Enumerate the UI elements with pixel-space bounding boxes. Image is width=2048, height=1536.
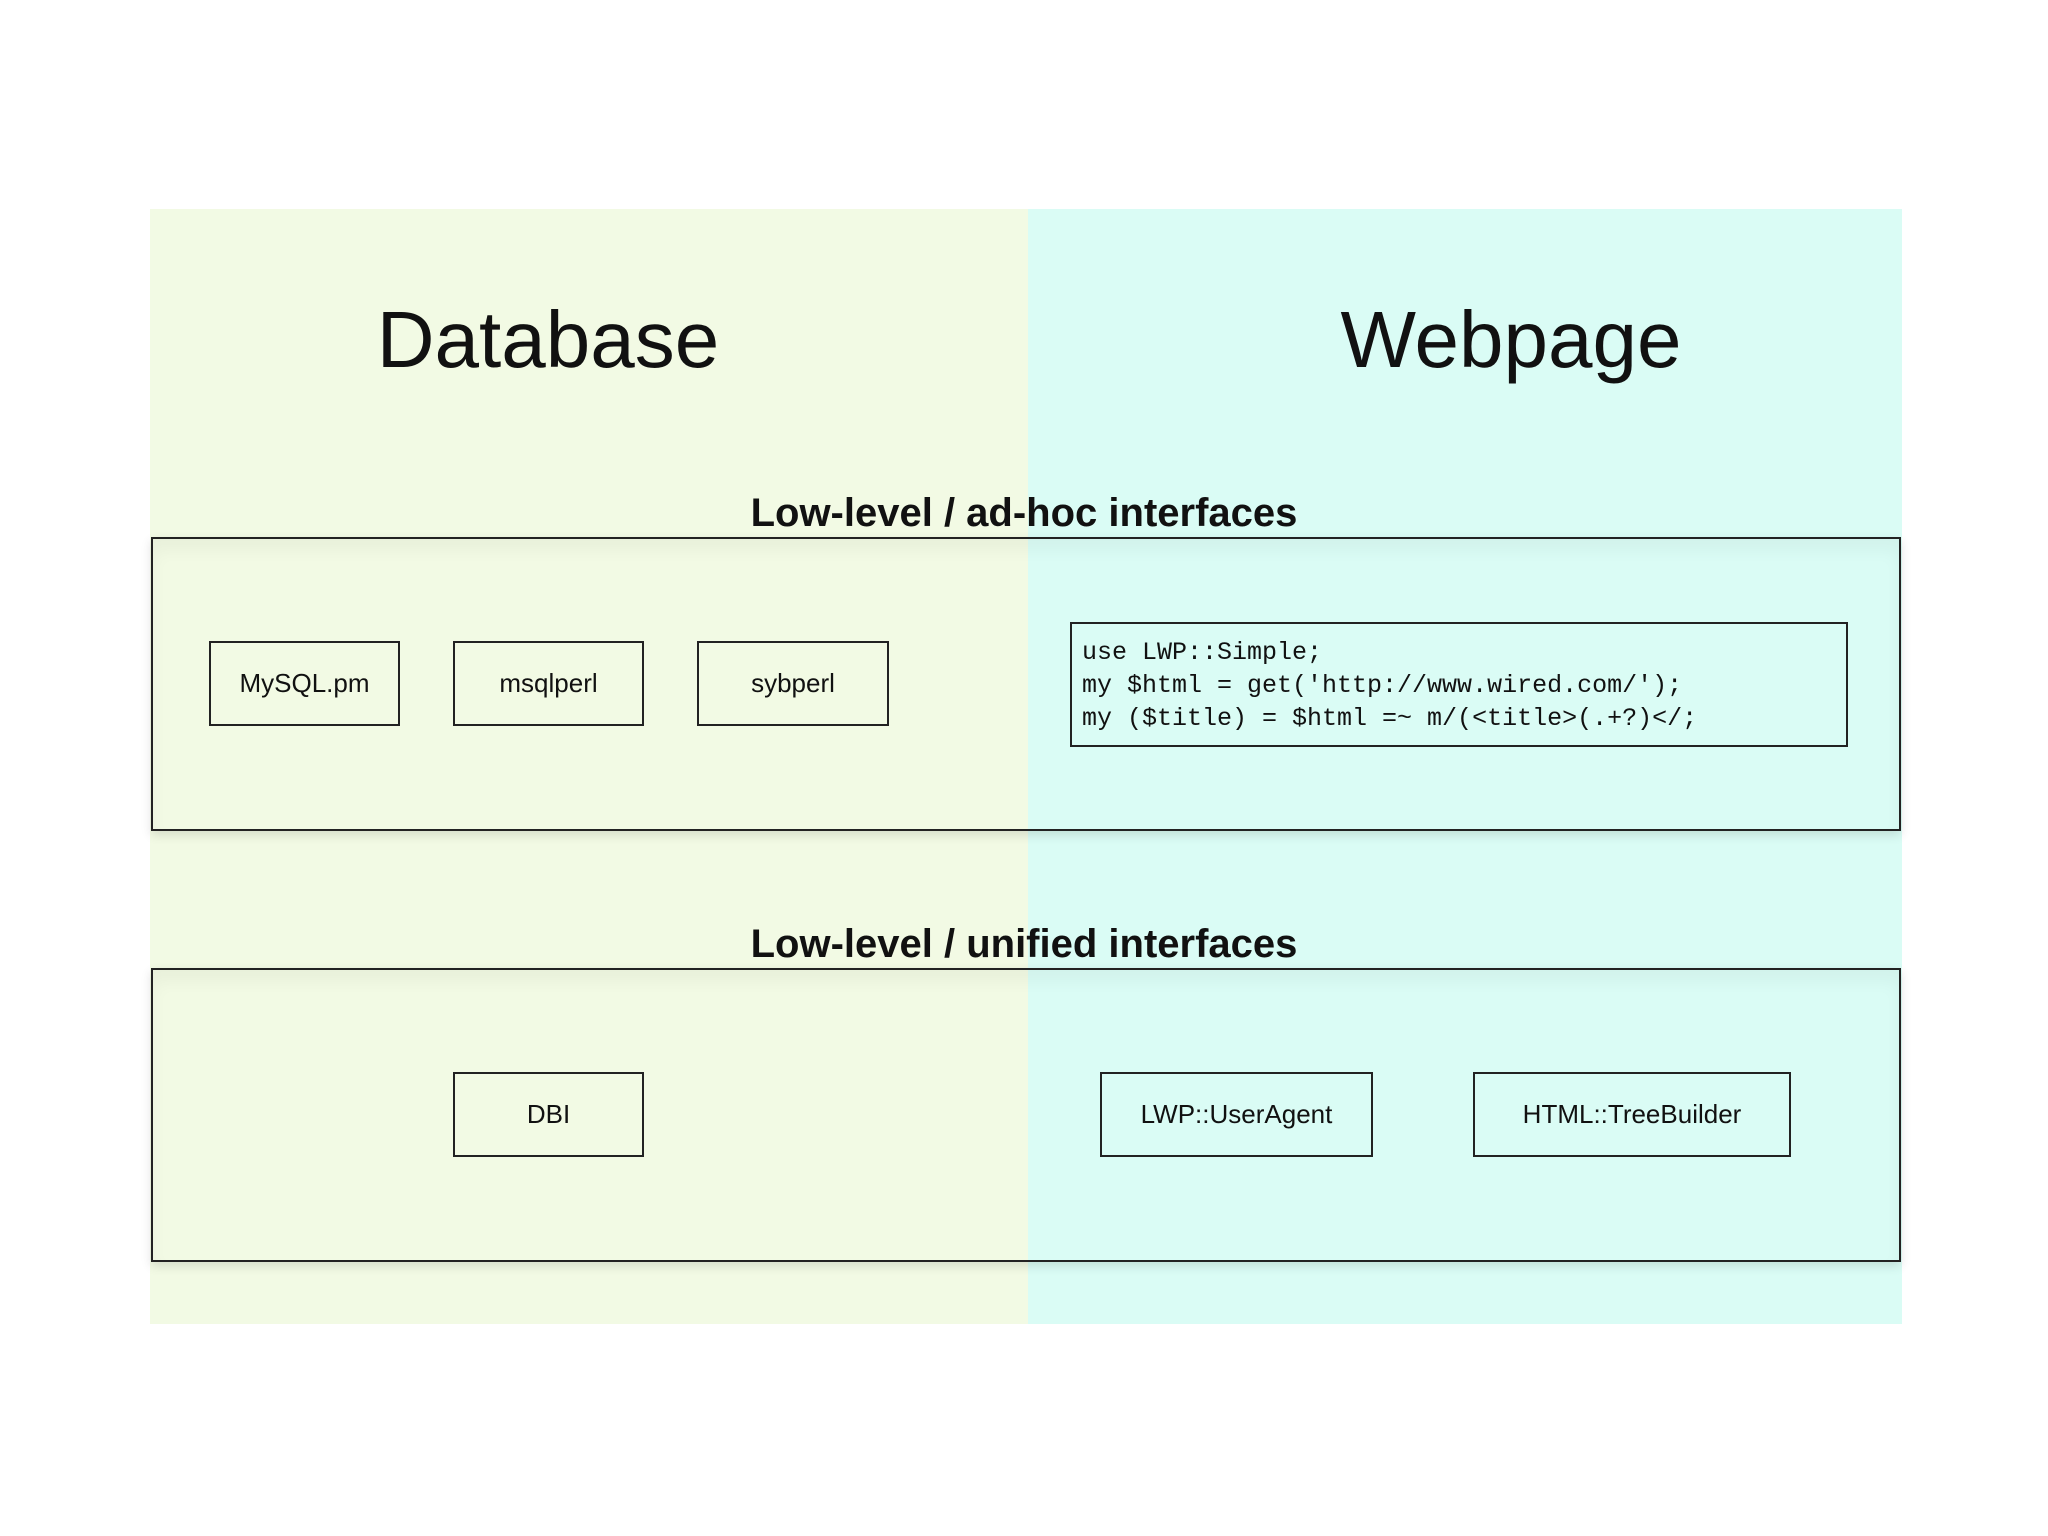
database-column-background xyxy=(150,209,1028,1324)
adhoc-layer-box xyxy=(151,537,1901,831)
module-lwp-useragent: LWP::UserAgent xyxy=(1100,1072,1373,1157)
adhoc-section-label: Low-level / ad-hoc interfaces xyxy=(750,491,1298,535)
module-sybperl: sybperl xyxy=(697,641,889,726)
database-title: Database xyxy=(376,295,720,384)
module-dbi: DBI xyxy=(453,1072,644,1157)
module-html-treebuilder: HTML::TreeBuilder xyxy=(1473,1072,1791,1157)
unified-layer-box xyxy=(151,968,1901,1262)
webpage-title: Webpage xyxy=(1340,295,1682,384)
webpage-column-background xyxy=(1028,209,1902,1324)
code-line: my ($title) = $html =~ m/(<title>(.+?)</… xyxy=(1082,704,1698,733)
code-line: my $html = get('http://www.wired.com/'); xyxy=(1082,671,1683,700)
module-mysql-pm: MySQL.pm xyxy=(209,641,400,726)
code-line: use LWP::Simple; xyxy=(1082,638,1323,667)
module-msqlperl: msqlperl xyxy=(453,641,644,726)
unified-section-label: Low-level / unified interfaces xyxy=(750,922,1298,966)
lwp-simple-code-box: use LWP::Simple;my $html = get('http://w… xyxy=(1070,622,1848,747)
